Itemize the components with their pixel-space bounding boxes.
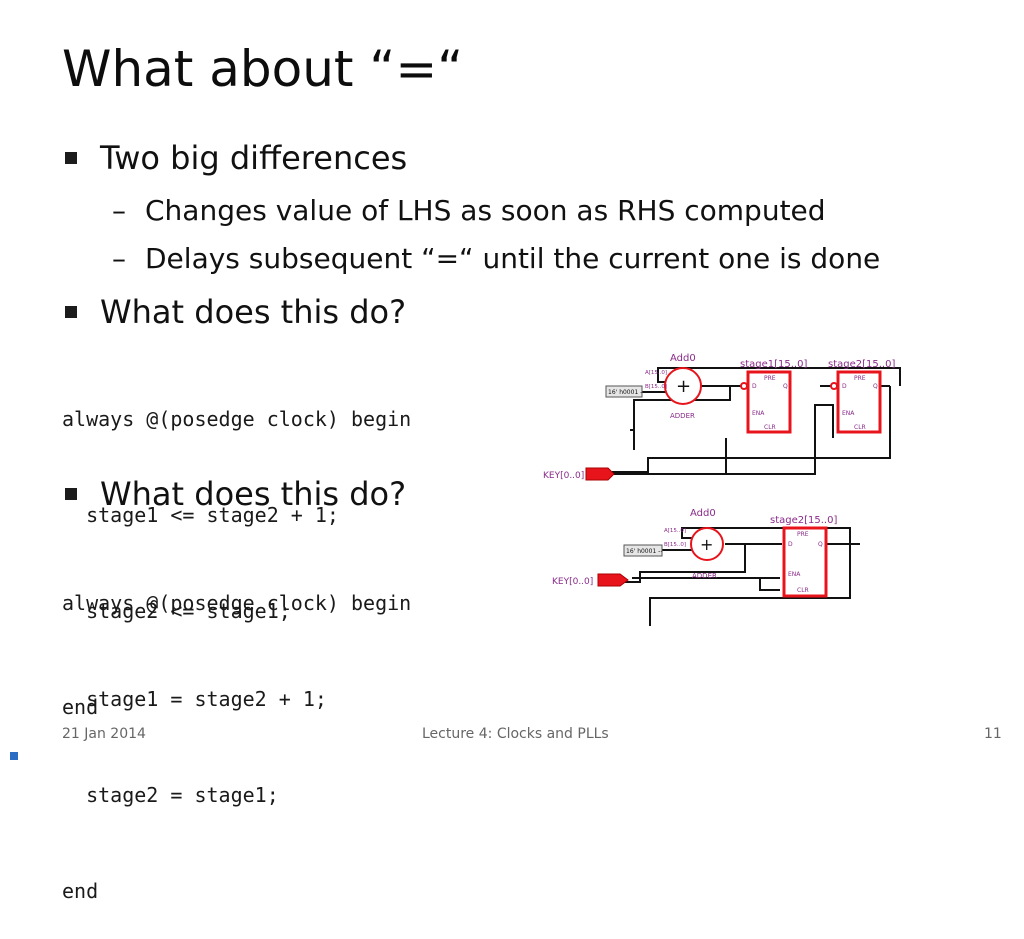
footer-date: 21 Jan 2014 [62,726,146,742]
d-label: D [752,383,757,390]
slide-title: What about “=“ [62,40,464,98]
clr-label: CLR [797,587,809,594]
code-line: stage2 <= stage1; [62,599,291,623]
port-b-label: B[15..0] [664,542,686,548]
const-box [605,385,643,398]
bullet-square-icon [65,488,77,500]
q-label: Q [818,541,823,548]
code-line: stage1 <= stage2 + 1; [62,503,339,527]
const-label: 16' h0001 -- [626,548,663,555]
adder-symbol [664,367,702,405]
bullet-two-big-differences: Two big differences [100,139,408,177]
register-stage2 [836,370,882,434]
d-label: D [842,383,847,390]
adder-name-label: Add0 [690,508,716,519]
key-input-pin [585,467,615,481]
code-line: stage2 = stage1; [62,783,279,807]
port-a-label: A[15..0] [664,528,686,534]
ena-label: ENA [842,410,855,417]
const-box [623,544,663,557]
adder-symbol [690,527,724,561]
footer-lecture: Lecture 4: Clocks and PLLs [422,726,609,742]
reg1-label: stage1[15..0] [740,359,807,370]
sub-bullet-dash: – [112,242,126,275]
corner-square-icon [10,752,18,760]
code-line: end [62,695,99,719]
clr-label: CLR [764,424,776,431]
code-line: always @(posedge clock) begin [62,591,412,615]
pre-label: PRE [797,531,809,538]
adder-name-label: Add0 [670,353,696,364]
adder-type-label: ADDER [670,412,695,420]
bullet-what-does-this-do-1: What does this do? [100,293,407,331]
sub-bullet-dash: – [112,194,126,227]
sub-bullet-changes-value: Changes value of LHS as soon as RHS comp… [145,194,826,227]
key-label: KEY[0..0] [552,577,593,587]
code-line: stage1 = stage2 + 1; [62,687,327,711]
register-stage2 [782,526,828,598]
key-label: KEY[0..0] [543,471,584,481]
pre-label: PRE [854,375,866,382]
code-line: end [62,879,99,903]
d-label: D [788,541,793,548]
clr-label: CLR [854,424,866,431]
pre-label: PRE [764,375,776,382]
bullet-square-icon [65,306,77,318]
register-stage1 [746,370,792,434]
port-a-label: A[15..0] [645,370,667,376]
adder-plus: + [700,535,713,554]
reg2-label: stage2[15..0] [828,359,895,370]
code-block-nonblocking: always @(posedge clock) begin stage1 <= … [62,339,411,755]
adder-type-label: ADDER [692,572,717,580]
schematic-diagram-nonblocking: + Add0 ADDER A[15..0] B[15..0] 16' h0001… [543,353,901,481]
sub-bullet-delays-subsequent: Delays subsequent “=“ until the current … [145,242,881,275]
ena-label: ENA [788,571,801,578]
ena-label: ENA [752,410,765,417]
schematic-diagram-blocking: + Add0 ADDER A[15..0] B[15..0] 16' h0001… [552,508,860,626]
const-label: 16' h0001 -- [608,389,645,396]
footer-page-number: 11 [984,726,1002,742]
port-b-label: B[15..0] [645,384,667,390]
adder-plus: + [676,376,691,397]
key-input-pin [597,573,629,587]
q-label: Q [873,383,878,390]
code-line: always @(posedge clock) begin [62,407,412,431]
bullet-what-does-this-do-2: What does this do? [100,475,407,513]
bullet-square-icon [65,152,77,164]
q-label: Q [783,383,788,390]
reg-label: stage2[15..0] [770,515,837,526]
